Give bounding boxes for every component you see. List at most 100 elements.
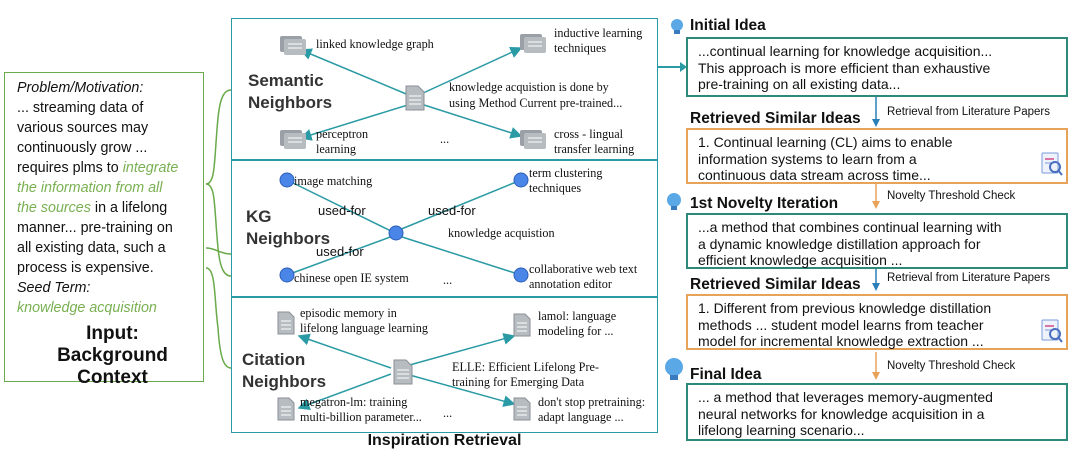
semantic-center-label: knowledge acquistion is done by [449, 80, 609, 94]
paper-stack-icon [520, 130, 546, 149]
kg-node [513, 267, 529, 283]
to-idea-arrow [658, 62, 687, 72]
search-document-icon [1041, 319, 1063, 343]
final-idea-box: ... a method that leverages memory-augme… [686, 383, 1068, 441]
problem-heading: Problem/Motivation: [17, 80, 144, 96]
idea-line: pre-training on all existing data... [698, 76, 901, 92]
context-line: ... streaming data of [17, 100, 144, 116]
initial-idea-heading: Initial Idea [690, 17, 766, 34]
down-arrow [872, 181, 880, 209]
citation-node-label: lifelong language learning [300, 321, 428, 335]
citation-center-label: ELLE: Efficient Lifelong Pre- [452, 360, 599, 374]
semantic-node-label: perceptron [316, 127, 369, 141]
retrieved-ideas-box: 1. Different from previous knowledge dis… [686, 294, 1068, 350]
neighbor-edges [279, 46, 529, 410]
down-arrow [872, 352, 880, 380]
ellipsis: ... [443, 273, 453, 287]
semantic-center-label: using Method Current pre-trained... [449, 96, 623, 110]
novelty-iteration-heading: 1st Novelty Iteration [690, 195, 839, 212]
semantic-node-label: learning [316, 142, 356, 156]
lightbulb-icon [667, 193, 681, 210]
initial-idea-box: ...continual learning for knowledge acqu… [686, 37, 1068, 97]
idea-line: ... a method that leverages memory-augme… [698, 389, 993, 405]
idea-line: information systems to learn from a [698, 150, 917, 167]
seed-term: knowledge acquisition [17, 300, 157, 316]
document-icon [513, 313, 531, 337]
citation-node-label: don't stop pretraining: [538, 395, 646, 409]
kg-node [513, 172, 529, 188]
inspiration-retrieval-title: Inspiration Retrieval [367, 432, 522, 449]
retrieval-note: Retrieval from Literature Papers [887, 272, 1050, 284]
document-icon [405, 85, 425, 111]
kg-node-center [388, 225, 404, 241]
idea-line: ...continual learning for knowledge acqu… [698, 43, 993, 59]
kg-node-label: techniques [529, 181, 582, 195]
semantic-title: Neighbors [248, 93, 333, 112]
novelty-check-note: Novelty Threshold Check [887, 360, 1016, 372]
citation-node-label: modeling for ... [538, 324, 614, 338]
idea-line: 1. Continual learning (CL) aims to enabl… [698, 134, 953, 150]
citation-node-label: megatron-lm: training [300, 395, 408, 409]
context-line: process is expensive. [17, 260, 154, 276]
kg-title: KG [246, 207, 272, 226]
kg-node-label: annotation editor [529, 277, 612, 291]
idea-line: This approach is more efficient than exh… [698, 59, 991, 76]
idea-line: a dynamic knowledge distillation approac… [698, 235, 981, 252]
lightbulb-icon [671, 19, 683, 34]
context-line: all existing data, such a [17, 240, 166, 256]
edge-label: used-for [316, 244, 364, 259]
kg-node-label: chinese open IE system [294, 271, 409, 285]
pipeline-arrows [872, 97, 880, 127]
retrieved-ideas-heading: Retrieved Similar Ideas [690, 276, 861, 293]
retrieval-note: Retrieval from Literature Papers [887, 106, 1050, 118]
novelty-check-note: Novelty Threshold Check [887, 190, 1016, 202]
idea-line: neural networks for knowledge acquisitio… [698, 405, 985, 422]
retrieved-ideas-heading: Retrieved Similar Ideas [690, 110, 861, 127]
idea-line: ...a method that combines continual lear… [698, 219, 1002, 235]
semantic-node-label: linked knowledge graph [316, 37, 434, 51]
kg-center-label: knowledge acquistion [448, 226, 555, 240]
kg-node-label: collaborative web text [529, 262, 638, 276]
edge-label: used-for [428, 203, 476, 218]
citation-node-label: episodic memory in [300, 306, 397, 320]
idea-line: lifelong learning scenario... [698, 422, 865, 438]
section-divider [231, 296, 658, 298]
background-context-box: Problem/Motivation: ... streaming data o… [4, 72, 204, 388]
final-idea-heading: Final Idea [690, 366, 762, 383]
citation-node-label: multi-billion parameter... [300, 410, 422, 424]
context-line: requires plms to integrate [17, 160, 179, 176]
section-divider [231, 159, 658, 161]
seed-term-heading: Seed Term: [17, 280, 91, 296]
paper-stack-icon [280, 130, 306, 149]
citation-node-label: adapt language ... [538, 410, 624, 424]
highlight-text: the sources [17, 200, 91, 216]
search-document-icon [1041, 152, 1063, 176]
semantic-node-label: techniques [554, 41, 607, 55]
input-title: Context [77, 367, 148, 388]
novelty-iteration-box: ...a method that combines continual lear… [686, 213, 1068, 269]
context-line: the sources in a lifelong [17, 200, 168, 216]
citation-node-label: lamol: language [538, 309, 617, 323]
kg-title: Neighbors [246, 229, 331, 248]
paper-stack-icon [280, 36, 306, 55]
edge-label: used-for [318, 203, 366, 218]
document-icon [277, 311, 295, 335]
inspiration-retrieval-panel [231, 18, 658, 433]
retrieved-ideas-box: 1. Continual learning (CL) aims to enabl… [686, 128, 1068, 184]
context-line: various sources may [17, 120, 149, 136]
document-icon [393, 359, 413, 385]
kg-node [279, 267, 295, 283]
brace-connectors [205, 89, 232, 369]
citation-title: Neighbors [242, 372, 327, 391]
citation-title: Citation [242, 350, 306, 369]
semantic-node-label: cross - lingual [554, 127, 624, 141]
highlight-text: integrate [122, 160, 179, 176]
input-title: Background [57, 345, 168, 366]
context-line: manner... pre-training on [17, 220, 173, 236]
citation-center-label: training for Emerging Data [452, 375, 585, 389]
lightbulb-icon [665, 358, 683, 380]
ellipsis: ... [443, 406, 453, 420]
idea-line: model for incremental knowledge extracti… [698, 333, 984, 349]
document-icon [277, 397, 295, 421]
highlight-line: the information from all [17, 180, 163, 196]
